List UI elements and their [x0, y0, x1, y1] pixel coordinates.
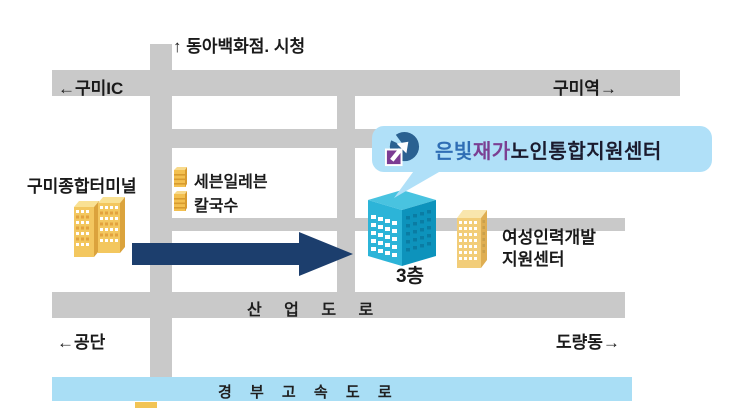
- direction-gumi-ic-label: ←구미IC: [58, 79, 124, 98]
- callout-tail: [394, 168, 446, 198]
- road-connector: [160, 129, 438, 148]
- direction-gumi-station-label: 구미역→: [553, 79, 617, 98]
- noodle-shop-icon: [174, 191, 187, 211]
- road-industrial: [52, 292, 625, 318]
- seven-eleven-label: 세븐일레븐: [194, 174, 268, 191]
- women-center-label-line2: 지원센터: [502, 250, 565, 269]
- center-floor-label: 3층: [395, 266, 425, 287]
- center-name-part1: 은빛: [435, 140, 473, 163]
- center-name-part2: 재가: [472, 140, 511, 163]
- center-name: 은빛재가노인통합지원센터: [435, 135, 662, 164]
- center-logo-icon: [384, 131, 420, 166]
- bus-terminal-buildings-icon: [74, 197, 125, 257]
- legend-icon-partial: [135, 402, 157, 408]
- direction-north-label: ↑ 동아백화점. 시청: [173, 37, 306, 56]
- bus-terminal-label: 구미종합터미널: [27, 177, 137, 196]
- callout-bubble: 은빛재가노인통합지원센터: [372, 126, 712, 172]
- industrial-road-label: 산 업 도 로: [247, 302, 383, 319]
- center-name-part3: 노인통합지원센터: [510, 140, 662, 163]
- expressway-label: 경 부 고 속 도 로: [218, 384, 399, 401]
- road-expressway-bar: [52, 377, 632, 401]
- route-arrow-icon: [132, 232, 353, 276]
- road-top-horizontal: [52, 70, 680, 96]
- women-center-label-line1: 여성인력개발: [502, 228, 596, 247]
- direction-doryangdong-label: 도량동→: [556, 333, 620, 352]
- noodle-shop-label: 칼국수: [194, 198, 239, 215]
- seven-eleven-icon: [174, 167, 187, 187]
- center-building-icon: [368, 190, 436, 266]
- direction-gongdan-label: ←공단: [57, 333, 106, 352]
- road-right-vertical: [337, 70, 355, 318]
- women-center-building-icon: [457, 210, 487, 268]
